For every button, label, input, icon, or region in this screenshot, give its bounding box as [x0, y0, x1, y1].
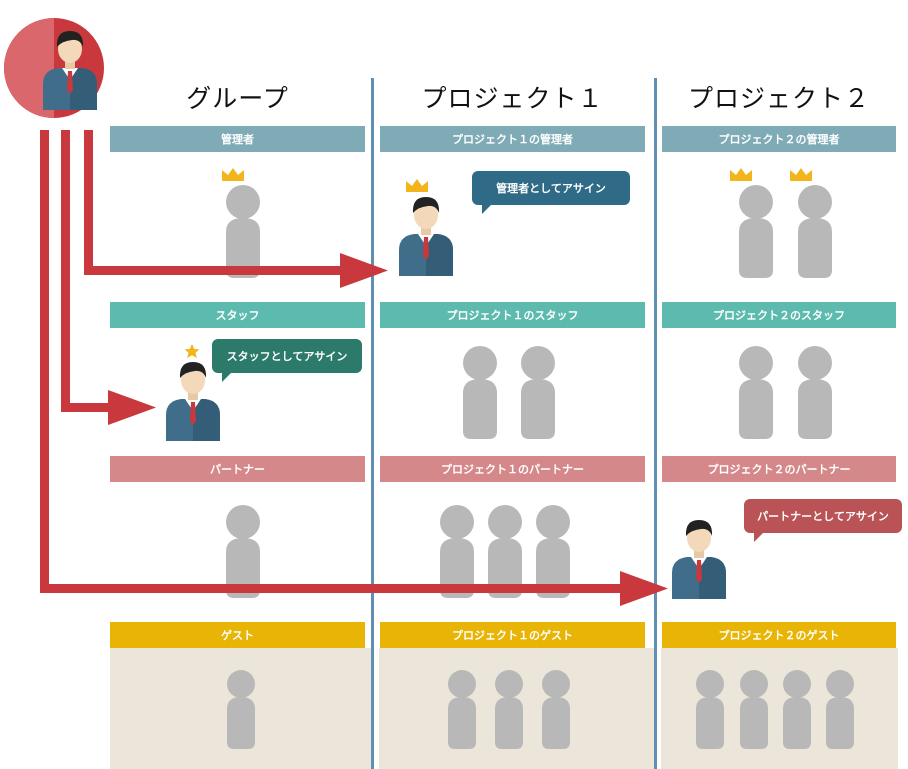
person-group-admin	[226, 185, 260, 278]
role-bar-group-admin: 管理者	[110, 126, 365, 152]
person-project2-guest	[740, 670, 768, 749]
person-project1-staff	[521, 346, 555, 439]
role-bar-project1-partner: プロジェクト１のパートナー	[380, 456, 645, 482]
crown-icon	[730, 168, 752, 181]
person-project2-admin	[798, 185, 832, 278]
role-bar-project1-guest: プロジェクト１のゲスト	[380, 622, 645, 648]
crown-icon	[790, 168, 812, 181]
person-project2-guest	[696, 670, 724, 749]
person-project2-partner-assigned	[672, 520, 726, 599]
column-title-group: グループ	[186, 84, 289, 113]
role-bar-project2-guest: プロジェクト２のゲスト	[662, 622, 896, 648]
person-project2-staff	[798, 346, 832, 439]
column-title-project1: プロジェクト１	[421, 84, 604, 113]
assignment-arrows	[40, 130, 668, 606]
column-divider-2	[654, 78, 657, 769]
role-bar-group-staff: スタッフ	[110, 302, 365, 328]
person-group-staff-assigned	[166, 362, 220, 441]
crown-icon	[222, 168, 244, 181]
star-icon	[184, 344, 200, 358]
person-project1-staff	[463, 346, 497, 439]
arrow-head-partner	[620, 571, 668, 606]
arrow-head-admin	[340, 253, 388, 288]
person-project1-guest	[495, 670, 523, 749]
crown-icon	[406, 179, 428, 192]
person-project2-guest	[826, 670, 854, 749]
arrow-head-staff	[108, 390, 156, 425]
bubble-assign-staff: スタッフとしてアサイン	[212, 339, 362, 382]
person-project2-admin	[739, 185, 773, 278]
role-bar-group-partner: パートナー	[110, 456, 365, 482]
person-project1-guest	[448, 670, 476, 749]
role-bar-project2-partner: プロジェクト２のパートナー	[662, 456, 896, 482]
person-project1-guest	[542, 670, 570, 749]
person-group-guest	[227, 670, 255, 749]
person-project1-admin-assigned	[399, 197, 453, 276]
bubble-assign-partner: パートナーとしてアサイン	[744, 499, 902, 542]
role-bar-group-guest: ゲスト	[110, 622, 365, 648]
bubble-assign-admin: 管理者としてアサイン	[472, 171, 630, 214]
person-project2-guest	[783, 670, 811, 749]
avatar-circle	[4, 18, 104, 118]
column-divider-1	[371, 78, 374, 769]
role-bar-project1-staff: プロジェクト１のスタッフ	[380, 302, 645, 328]
role-bar-project2-staff: プロジェクト２のスタッフ	[662, 302, 896, 328]
column-title-project2: プロジェクト２	[687, 84, 870, 113]
role-bar-project1-admin: プロジェクト１の管理者	[380, 126, 645, 152]
person-project2-staff	[739, 346, 773, 439]
role-bar-project2-admin: プロジェクト２の管理者	[662, 126, 896, 152]
